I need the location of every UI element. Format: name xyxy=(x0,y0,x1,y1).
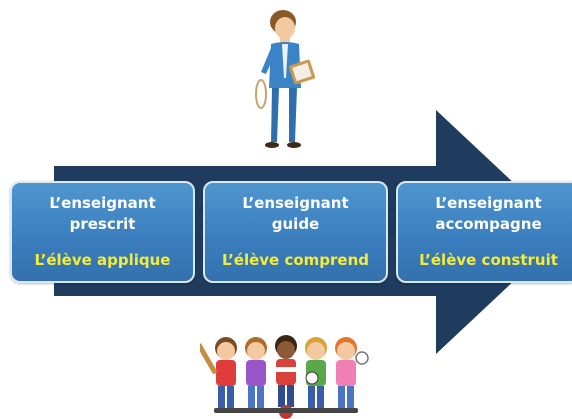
children-group-icon xyxy=(200,335,369,419)
teacher-role-line1: L’enseignant xyxy=(242,194,349,212)
stage-box-guide: L’enseignant guide L’élève comprend xyxy=(203,181,388,283)
teacher-role-line2: accompagne xyxy=(435,215,542,233)
teacher-role-text: L’enseignant accompagne xyxy=(398,193,572,235)
teacher-role-line2: prescrit xyxy=(69,215,136,233)
teacher-role-text: L’enseignant guide xyxy=(205,193,386,235)
teacher-role-line1: L’enseignant xyxy=(49,194,156,212)
stage-box-accompany: L’enseignant accompagne L’élève construi… xyxy=(396,181,572,283)
student-role-text: L’élève applique xyxy=(34,251,171,269)
stage-box-prescribe: L’enseignant prescrit L’élève applique xyxy=(10,181,195,283)
teacher-role-line2: guide xyxy=(271,215,320,233)
teacher-role-text: L’enseignant prescrit xyxy=(12,193,193,235)
student-role-text: L’élève construit xyxy=(419,251,558,269)
teacher-icon xyxy=(255,10,316,148)
student-role-text: L’élève comprend xyxy=(221,251,370,269)
teacher-role-line1: L’enseignant xyxy=(435,194,542,212)
